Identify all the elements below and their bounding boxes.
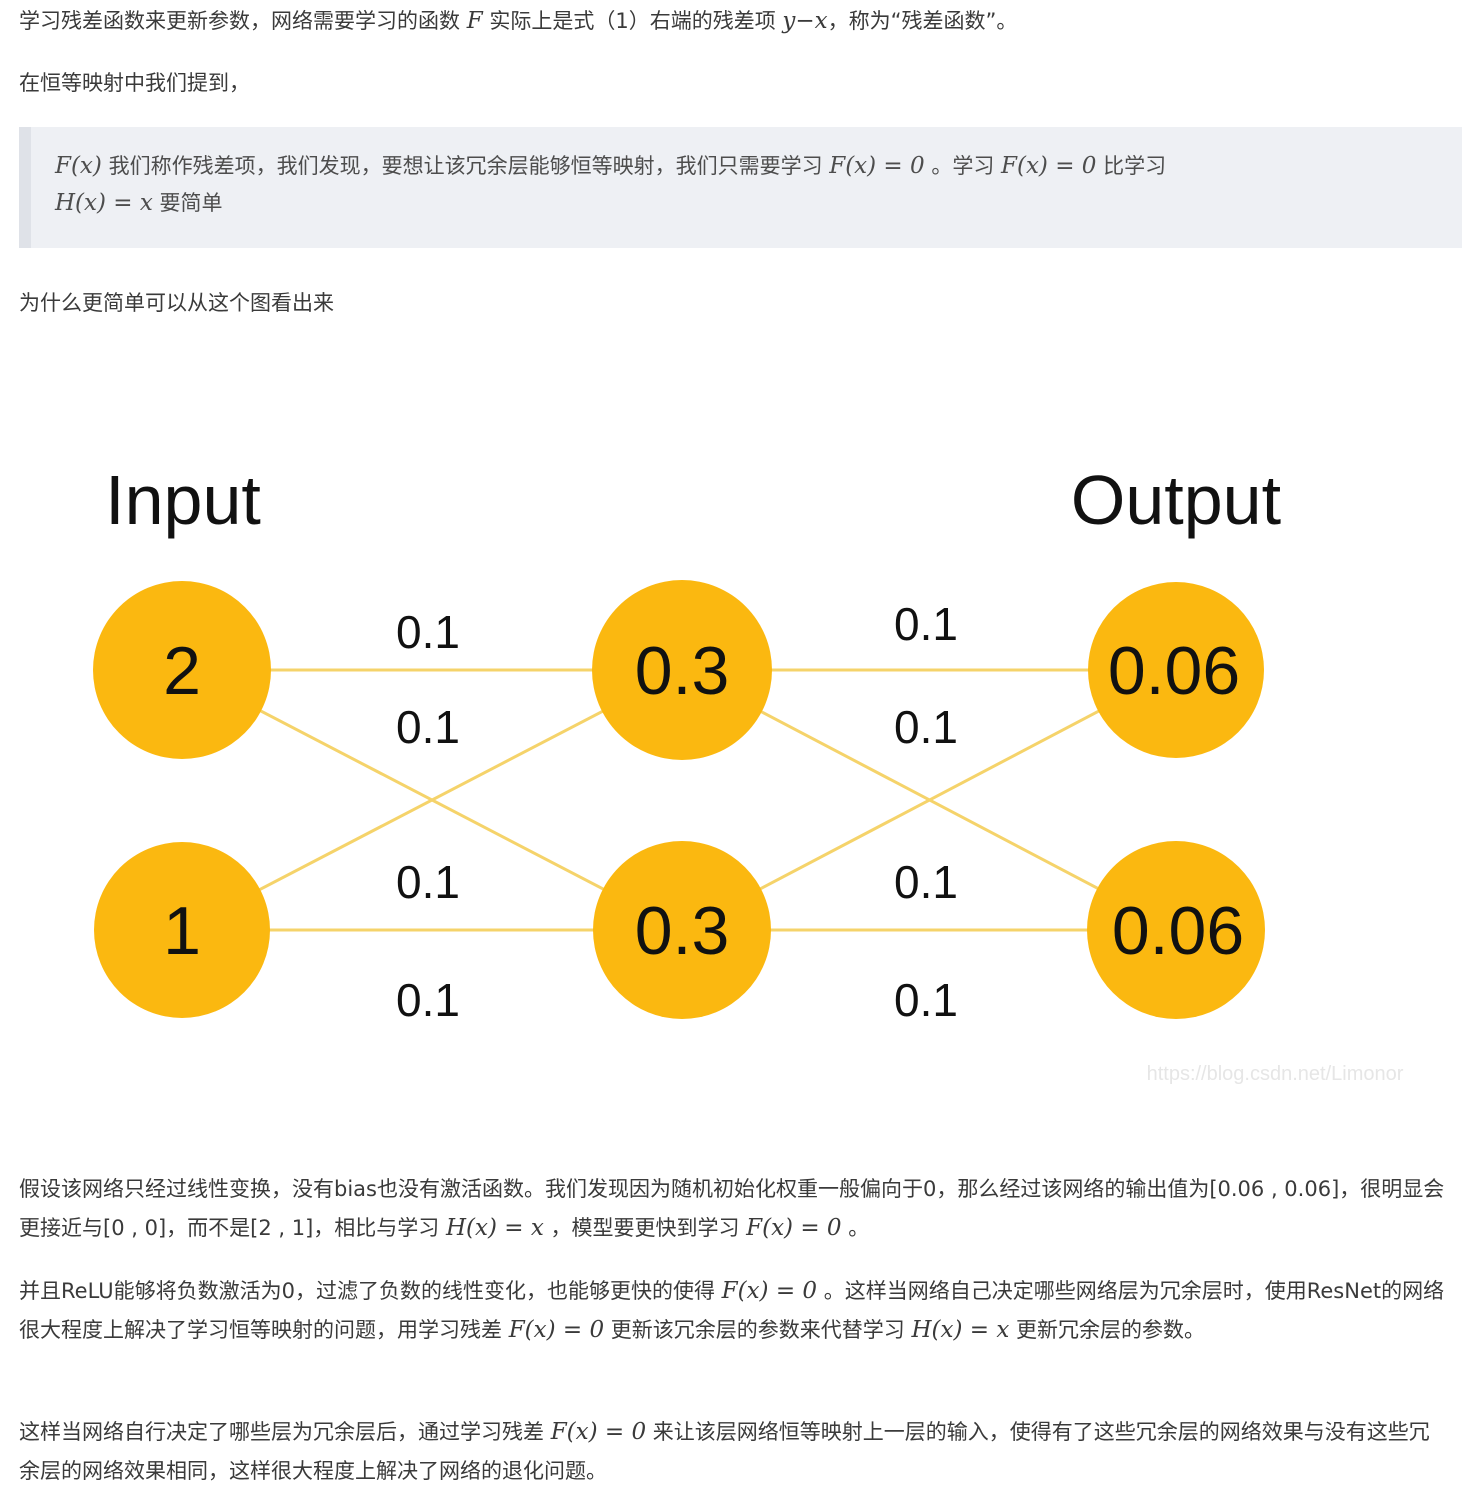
text-run: 。 (841, 1216, 870, 1240)
edge-l2-cross-up (681, 668, 1178, 932)
node-value: 0.3 (635, 893, 730, 969)
node-input-bottom (94, 842, 270, 1018)
figure-caption-paragraph: 为什么更简单可以从这个图看出来 (19, 291, 334, 315)
weight-label: 0.1 (894, 974, 958, 1026)
math-Hx-eq-x: H(x) = x (445, 1215, 544, 1241)
identity-mapping-paragraph: 在恒等映射中我们提到， (19, 71, 250, 95)
math-y-minus-x: y−x (782, 8, 828, 34)
node-hidden-top (592, 580, 772, 760)
weight-label: 0.1 (396, 856, 460, 908)
math-Hx-eq-x: H(x) = x (911, 1317, 1010, 1343)
input-label: Input (105, 461, 261, 539)
node-value: 0.06 (1108, 633, 1240, 709)
text-run: 来让该层网络恒等映射上一层的输入，使得有了这些冗余层的网络效果与没有这些冗余层的… (19, 1420, 1430, 1483)
text-run: 。这样当网络自己决定哪些网络层为冗余层时，使用ResNet的网络很大程度上解决了… (19, 1279, 1445, 1342)
node-value: 0.3 (635, 633, 730, 709)
assumption-paragraph: 假设该网络只经过线性变换，没有bias也没有激活函数。我们发现因为随机初始化权重… (19, 1170, 1449, 1248)
text-run: ，模型要更快到学习 (543, 1216, 747, 1240)
math-Fx-eq-0: F(x) = 0 (829, 153, 925, 179)
text-run: 更新冗余层的参数。 (1009, 1318, 1205, 1342)
text-run: ，称为“残差函数”。 (827, 9, 1018, 33)
math-Fx-eq-0: F(x) = 0 (721, 1278, 818, 1304)
node-output-bottom (1087, 841, 1265, 1019)
text-run: 这样当网络自行决定了哪些层为冗余层后，通过学习残差 (19, 1420, 551, 1444)
weight-label: 0.1 (396, 606, 460, 658)
weight-label: 0.1 (396, 701, 460, 753)
intro-paragraph: 学习残差函数来更新参数，网络需要学习的函数 F 实际上是式（1）右端的残差项 y… (19, 2, 1449, 41)
text-run: 。学习 (924, 154, 1002, 178)
text-run: 学习残差函数来更新参数，网络需要学习的函数 (19, 9, 467, 33)
weight-label: 0.1 (396, 974, 460, 1026)
labels: Input Output 2 1 0.3 0.3 0.06 0.06 0.1 0… (105, 461, 1404, 1085)
text-run: 我们称作残差项，我们发现，要想让该冗余层能够恒等映射，我们只需要学习 (101, 154, 830, 178)
text-run: 比学习 (1096, 154, 1167, 178)
text-run: 更新该冗余层的参数来代替学习 (604, 1318, 912, 1342)
text-run: 并且ReLU能够将负数激活为0，过滤了负数的线性变化，也能够更快的使得 (19, 1279, 722, 1303)
edge-l1-cross-up (181, 668, 683, 932)
weight-label: 0.1 (894, 598, 958, 650)
text-run: 假设该网络只经过线性变换，没有bias也没有激活函数。我们发现因为随机初始化权重… (19, 1177, 1445, 1240)
math-Fx-eq-0: F(x) = 0 (550, 1419, 647, 1445)
blockquote: F(x) 我们称作残差项，我们发现，要想让该冗余层能够恒等映射，我们只需要学习 … (19, 127, 1462, 248)
network-diagram: Input Output 2 1 0.3 0.3 0.06 0.06 0.1 0… (0, 430, 1472, 1110)
math-Fx-eq-0: F(x) = 0 (508, 1317, 605, 1343)
node-hidden-bottom (593, 841, 771, 1019)
math-Fx: F(x) (55, 153, 102, 179)
output-label: Output (1071, 461, 1281, 539)
text-run: 要简单 (152, 191, 223, 215)
math-Hx-eq-x: H(x) = x (55, 190, 153, 216)
math-Fx-eq-0: F(x) = 0 (1001, 153, 1097, 179)
text-run: 实际上是式（1）右端的残差项 (482, 9, 783, 33)
math-F: F (466, 8, 483, 34)
node-input-top (93, 581, 271, 759)
blockquote-text: F(x) 我们称作残差项，我们发现，要想让该冗余层能够恒等映射，我们只需要学习 … (55, 148, 1435, 222)
nodes (93, 580, 1265, 1019)
math-Fx-eq-0: F(x) = 0 (746, 1215, 842, 1241)
node-value: 2 (163, 633, 201, 709)
watermark: https://blog.csdn.net/Limonor (1147, 1063, 1404, 1085)
network-diagram-svg: Input Output 2 1 0.3 0.3 0.06 0.06 0.1 0… (93, 461, 1404, 1085)
conclusion-paragraph: 这样当网络自行决定了哪些层为冗余层后，通过学习残差 F(x) = 0 来让该层网… (19, 1413, 1449, 1491)
relu-paragraph: 并且ReLU能够将负数激活为0，过滤了负数的线性变化，也能够更快的使得 F(x)… (19, 1272, 1449, 1350)
weight-label: 0.1 (894, 856, 958, 908)
node-value: 0.06 (1112, 893, 1244, 969)
node-value: 1 (163, 893, 201, 969)
weight-label: 0.1 (894, 701, 958, 753)
node-output-top (1088, 582, 1264, 758)
